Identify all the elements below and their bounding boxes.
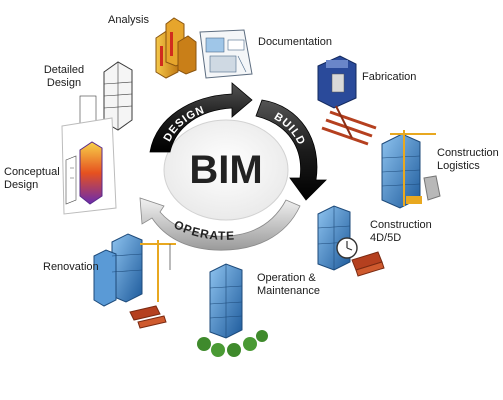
detailed-design-tower-icon bbox=[79, 61, 133, 131]
fabrication-label: Fabrication bbox=[362, 71, 417, 83]
operate-arc bbox=[139, 197, 301, 251]
center-disc bbox=[163, 119, 289, 221]
operation-maintenance-tower-icon bbox=[197, 263, 268, 357]
conceptual-design-label: Conceptual Design bbox=[4, 166, 60, 191]
construction-logistics-label: Construction Logistics bbox=[437, 147, 499, 172]
renovation-label: Renovation bbox=[43, 261, 99, 273]
construction-4d5d-icon bbox=[317, 205, 385, 277]
detailed-design-label: Detailed Design bbox=[43, 64, 85, 89]
bim-center-label: BIM bbox=[189, 148, 262, 192]
build-arc bbox=[255, 99, 327, 201]
design-arc bbox=[149, 82, 253, 153]
documentation-drawing-icon bbox=[199, 29, 253, 79]
documentation-label: Documentation bbox=[258, 36, 332, 48]
construction-4d5d-label: Construction 4D/5D bbox=[370, 219, 432, 244]
operation-maintenance-label: Operation & Maintenance bbox=[257, 272, 320, 297]
construction-logistics-site-icon bbox=[381, 130, 441, 209]
fabrication-machine-icon bbox=[317, 55, 377, 146]
analysis-building-icon bbox=[155, 17, 197, 79]
renovation-site-icon bbox=[93, 233, 176, 329]
conceptual-design-model-icon bbox=[61, 117, 117, 215]
analysis-label: Analysis bbox=[108, 14, 149, 26]
